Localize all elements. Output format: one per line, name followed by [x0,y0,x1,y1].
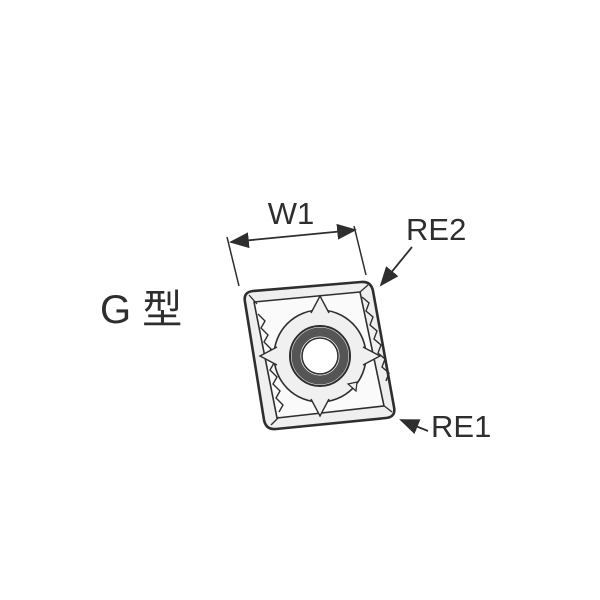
w1-extension-line-right [353,225,367,276]
re1-label: RE1 [431,409,491,444]
re2-label: RE2 [406,212,466,247]
w1-extension-line-left [226,236,240,287]
corner-facet-bottom-right [382,404,393,413]
center-hole-bore [301,337,339,375]
chipbreaker-spike-left [258,346,278,366]
w1-label: W1 [268,196,315,231]
re1-leader-arrow [399,419,429,435]
insert-type-label: G 型 [100,288,182,332]
chipbreaker-spike-right [362,346,382,366]
re1-callout: RE1 [399,409,491,444]
serration-right-edge [361,296,390,382]
corner-facet-top-left [248,294,258,305]
corner-facet-top-right [359,284,369,293]
chipbreaker-spike-bottom [310,398,330,418]
chipbreaker-spike-top [310,294,330,314]
center-hole-countersink-ring [291,327,349,385]
w1-dimension-line [229,223,357,249]
w1-dimension: W1 [226,196,367,287]
insert-body [243,280,396,431]
orientation-dot [346,381,358,393]
re2-callout: RE2 [379,212,466,287]
corner-facet-bottom-left [270,416,280,426]
re2-leader-arrow [379,246,413,287]
